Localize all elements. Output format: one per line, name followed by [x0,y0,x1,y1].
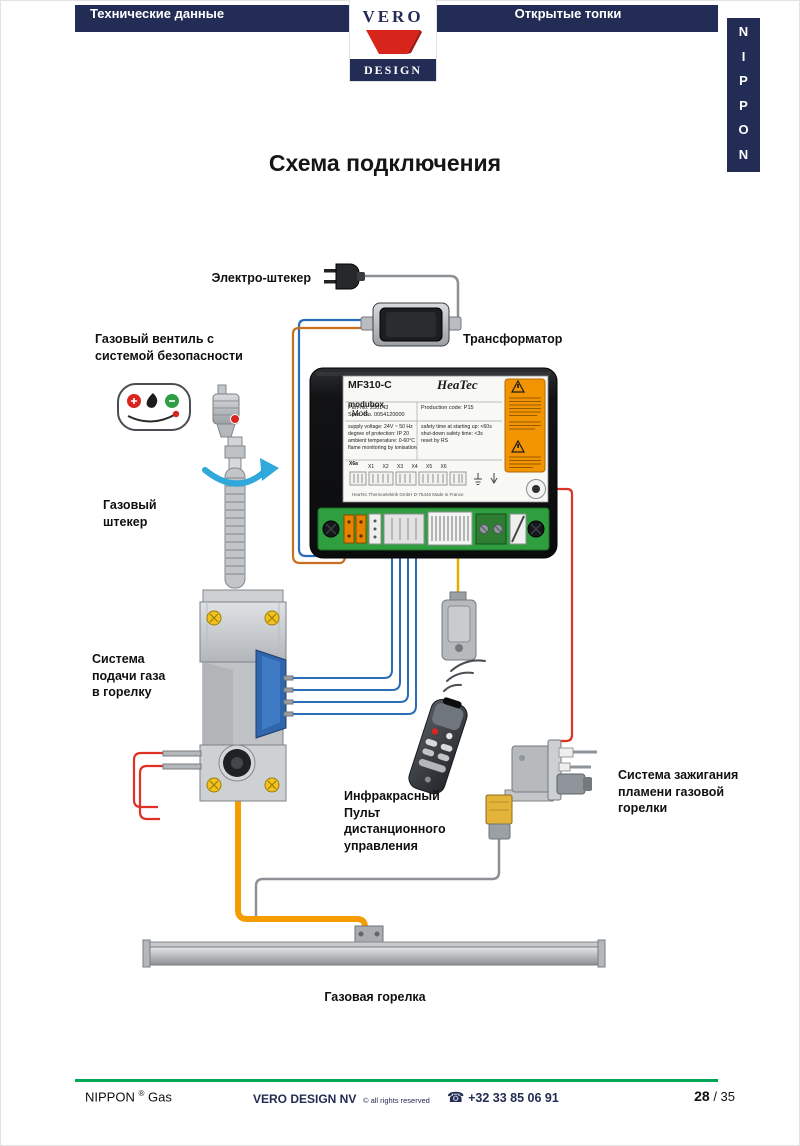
ir-signal-arcs [443,659,486,692]
burner-bar [142,939,606,968]
footer-phone-number: +32 33 85 06 91 [468,1091,559,1105]
footer-company-name: VERO DESIGN NV [253,1092,357,1106]
burner-supply-wire-orange [235,797,368,939]
modubox-text: modubox [348,400,384,409]
label-gas-valve-safety: Газовый вентиль с системой безопасности [95,332,243,363]
ignition-wire-red [546,487,574,743]
nippon-vertical-brand: N I P P O N [727,18,760,172]
remote-control-graphic [408,697,468,795]
yellow-screws [206,610,280,793]
rotation-arrow-icon [202,458,279,487]
terminal-strip [317,507,550,551]
footer-phone: ☎ +32 33 85 06 91 [447,1089,559,1106]
control-box-production-code: Production code: P15 [421,405,474,411]
label-gas-supply: Система подачи газа в горелку [92,652,166,699]
flame-sensor [441,591,477,661]
gas-supply-unit [162,589,294,802]
ignition-cables-red [132,751,163,821]
control-box-terminal-left: X6a [349,461,358,467]
vero-design-logo: VERO DESIGN [349,0,437,82]
footer-brand-suffix: Gas [148,1089,172,1105]
footer-company: VERO DESIGN NV © all rights reserved [253,1091,430,1106]
control-box-part-no: Part-No. 250143 [348,405,389,411]
gas-valve-fitting [212,384,240,438]
footer-rights: © all rights reserved [362,1096,430,1105]
label-transformer: Трансформатор [463,332,563,346]
header-left-title: Технические данные [90,6,225,21]
page-current: 28 [694,1088,710,1104]
control-box-specs-right: safety time at starting up: <60s shut-do… [421,424,492,445]
mod-text: Mod. [352,409,370,418]
label-electro-plug: Электро-штекер [211,271,311,285]
electric-plug-icon [324,263,365,290]
terminal-diagram [349,471,498,486]
label-remote: Инфракрасный Пульт дистанционного управл… [344,789,446,853]
logo-text-vero: VERO [362,7,424,26]
header-right-title: Открытые топки [514,6,622,21]
phone-icon: ☎ [447,1089,465,1105]
footer-page-number: 28 / 35 [655,1088,735,1104]
control-box-spec-no: Spec.-No. 0054120000 [348,412,405,418]
gas-valve-safety-icon [117,383,191,431]
blue-wire-bundle [293,550,417,715]
flex-hose [224,467,246,589]
ignition-ground-wire [254,839,501,918]
burner-connector [354,925,384,944]
logo-red-shape-icon [366,30,422,54]
page-title: Схема подключения [268,150,502,176]
label-gas-plug: Газовый штекер [103,498,157,529]
label-ignition: Система зажигания пламени газовой горелк… [618,768,739,815]
footer-brand-name: NIPPON [85,1089,135,1105]
gas-plug-graphic [224,436,246,470]
control-box-model: MF310-C [348,379,392,391]
transformer-graphic [360,302,462,347]
control-box-specs-left: supply voltage: 24V ~ 50 Hz degree of pr… [348,424,417,452]
control-box-brand: HeaTec [437,377,478,392]
warning-sticker [504,378,546,473]
footer-brand: NIPPON ® Gas [85,1089,172,1104]
logo-text-design: DESIGN [350,59,436,81]
control-box-modubox: modubox Mod. [348,391,384,418]
electrode-connectors [162,750,202,770]
page-total: / 35 [713,1089,735,1104]
control-box-footer-line: HeaTec Thermoelektrik GmbH D-75446 Made … [352,492,464,497]
ignition-unit-graphic [485,739,597,840]
control-box-terminal-row: X1 X2 X3 X4 X5 X6 [368,464,447,470]
registered-icon: ® [138,1089,145,1098]
label-burner: Газовая горелка [324,990,426,1004]
reset-button [526,479,546,499]
footer-green-rule [75,1079,718,1082]
